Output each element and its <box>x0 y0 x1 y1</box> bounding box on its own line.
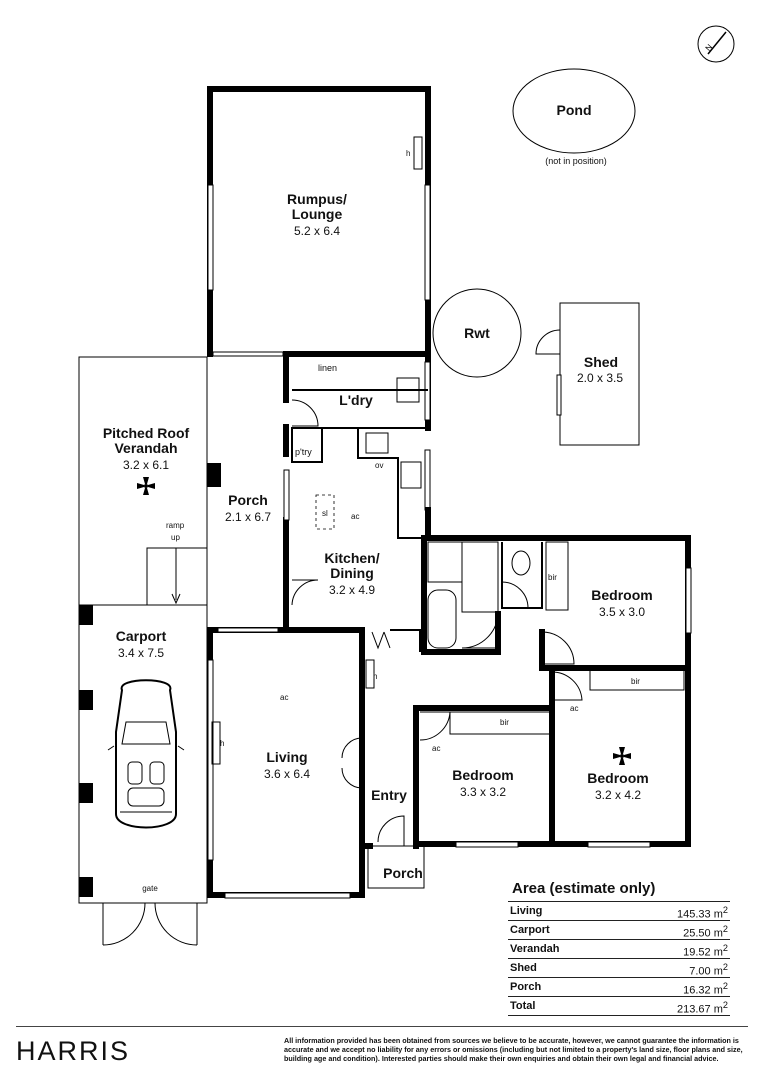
porch-front-name: Porch <box>383 865 423 881</box>
area-value: 145.33 <box>677 908 711 921</box>
area-label: Carport <box>510 924 550 936</box>
shed-dim: 2.0 x 3.5 <box>577 371 623 385</box>
area-table: Area (estimate only) Living 145.33 m2 Ca… <box>508 880 730 1016</box>
entry-name: Entry <box>371 787 407 803</box>
area-row-shed: Shed 7.00 m2 <box>508 958 730 978</box>
area-label: Porch <box>510 981 542 993</box>
kitchen-ac-label: ac <box>351 512 359 521</box>
gate-label: gate <box>142 884 158 893</box>
living-ac-label: ac <box>280 693 288 702</box>
heater-icon <box>365 659 375 689</box>
living-heater-label: h <box>220 739 224 748</box>
bedroom1-bir-label: bir <box>548 573 557 582</box>
oven-label: ov <box>375 461 383 470</box>
area-row-porch: Porch 16.32 m2 <box>508 977 730 997</box>
shed-name: Shed <box>584 354 618 370</box>
area-row-total: Total 213.67 m2 <box>508 996 730 1016</box>
bedroom1-dim: 3.5 x 3.0 <box>599 605 645 619</box>
rainwater-tank: Rwt <box>432 288 522 378</box>
porch-side-name: Porch <box>228 492 268 508</box>
area-label: Shed <box>510 962 537 974</box>
compass-label: N <box>704 42 715 52</box>
carport-name: Carport <box>116 628 167 644</box>
area-row-living: Living 145.33 m2 <box>508 901 730 921</box>
ramp-up-label: up <box>171 533 180 542</box>
porch-side-dim: 2.1 x 6.7 <box>225 510 271 524</box>
heater-label: h <box>406 149 410 158</box>
bedroom3-name: Bedroom <box>587 770 648 786</box>
bedroom3-ac-label: ac <box>570 704 578 713</box>
ceiling-fan-icon <box>137 477 155 495</box>
living-dim: 3.6 x 6.4 <box>264 767 310 781</box>
disclaimer-text: All information provided has been obtain… <box>284 1036 743 1063</box>
pond-label: Pond <box>557 102 592 118</box>
heater-icon <box>413 136 423 170</box>
car-icon <box>107 679 185 829</box>
laundry-name: L'dry <box>339 392 373 408</box>
rumpus-name2: Lounge <box>292 206 343 222</box>
bedroom2-bir-label: bir <box>500 718 509 727</box>
brand-logo: HARRIS <box>16 1036 131 1066</box>
area-value: 25.50 <box>683 927 711 940</box>
bedroom2-dim: 3.3 x 3.2 <box>460 785 506 799</box>
kitchen-dim: 3.2 x 4.9 <box>329 583 375 597</box>
area-value: 7.00 <box>689 965 711 978</box>
area-row-carport: Carport 25.50 m2 <box>508 920 730 940</box>
verandah-name2: Verandah <box>114 440 177 456</box>
ramp-label: ramp <box>166 521 185 530</box>
area-value: 213.67 <box>677 1003 711 1016</box>
carport-dim: 3.4 x 7.5 <box>118 646 164 660</box>
rumpus-dim: 5.2 x 6.4 <box>294 224 340 238</box>
heater-icon <box>211 721 221 765</box>
house-walls <box>207 86 692 899</box>
skylight-label: sl <box>322 509 328 518</box>
shed: Shed 2.0 x 3.5 <box>535 302 640 446</box>
skylight-outline <box>315 494 335 530</box>
footer-divider <box>16 1026 748 1027</box>
area-title: Area (estimate only) <box>512 880 656 897</box>
verandah-name: Pitched Roof <box>103 425 190 441</box>
ceiling-fan-icon <box>613 747 631 765</box>
living-name: Living <box>266 749 307 765</box>
bedroom3-dim: 3.2 x 4.2 <box>595 788 641 802</box>
kitchen-name: Kitchen/ <box>324 550 379 566</box>
room-labels: Rumpus/ Lounge 5.2 x 6.4 h Pitched Roof … <box>103 149 653 893</box>
pond: Pond (not in position) <box>512 68 636 166</box>
bedroom1-name: Bedroom <box>591 587 652 603</box>
entry-heater-label: h <box>373 672 377 681</box>
linen-label: linen <box>318 363 337 373</box>
pond-note: (not in position) <box>545 156 607 166</box>
rwt-label: Rwt <box>464 325 490 341</box>
area-value: 16.32 <box>683 984 711 997</box>
area-label: Total <box>510 1000 536 1012</box>
bedroom2-name: Bedroom <box>452 767 513 783</box>
verandah-dim: 3.2 x 6.1 <box>123 458 169 472</box>
area-value: 19.52 <box>683 946 711 959</box>
compass-icon: N <box>697 25 735 63</box>
bedroom2-ac-label: ac <box>432 744 440 753</box>
pantry-label: p'try <box>295 447 312 457</box>
area-label: Living <box>510 905 543 917</box>
verandah-carport-outline <box>78 356 221 946</box>
rumpus-name: Rumpus/ <box>287 191 347 207</box>
area-row-verandah: Verandah 19.52 m2 <box>508 939 730 959</box>
kitchen-name2: Dining <box>330 565 374 581</box>
bedroom3-bir-label: bir <box>631 677 640 686</box>
area-label: Verandah <box>510 943 560 955</box>
